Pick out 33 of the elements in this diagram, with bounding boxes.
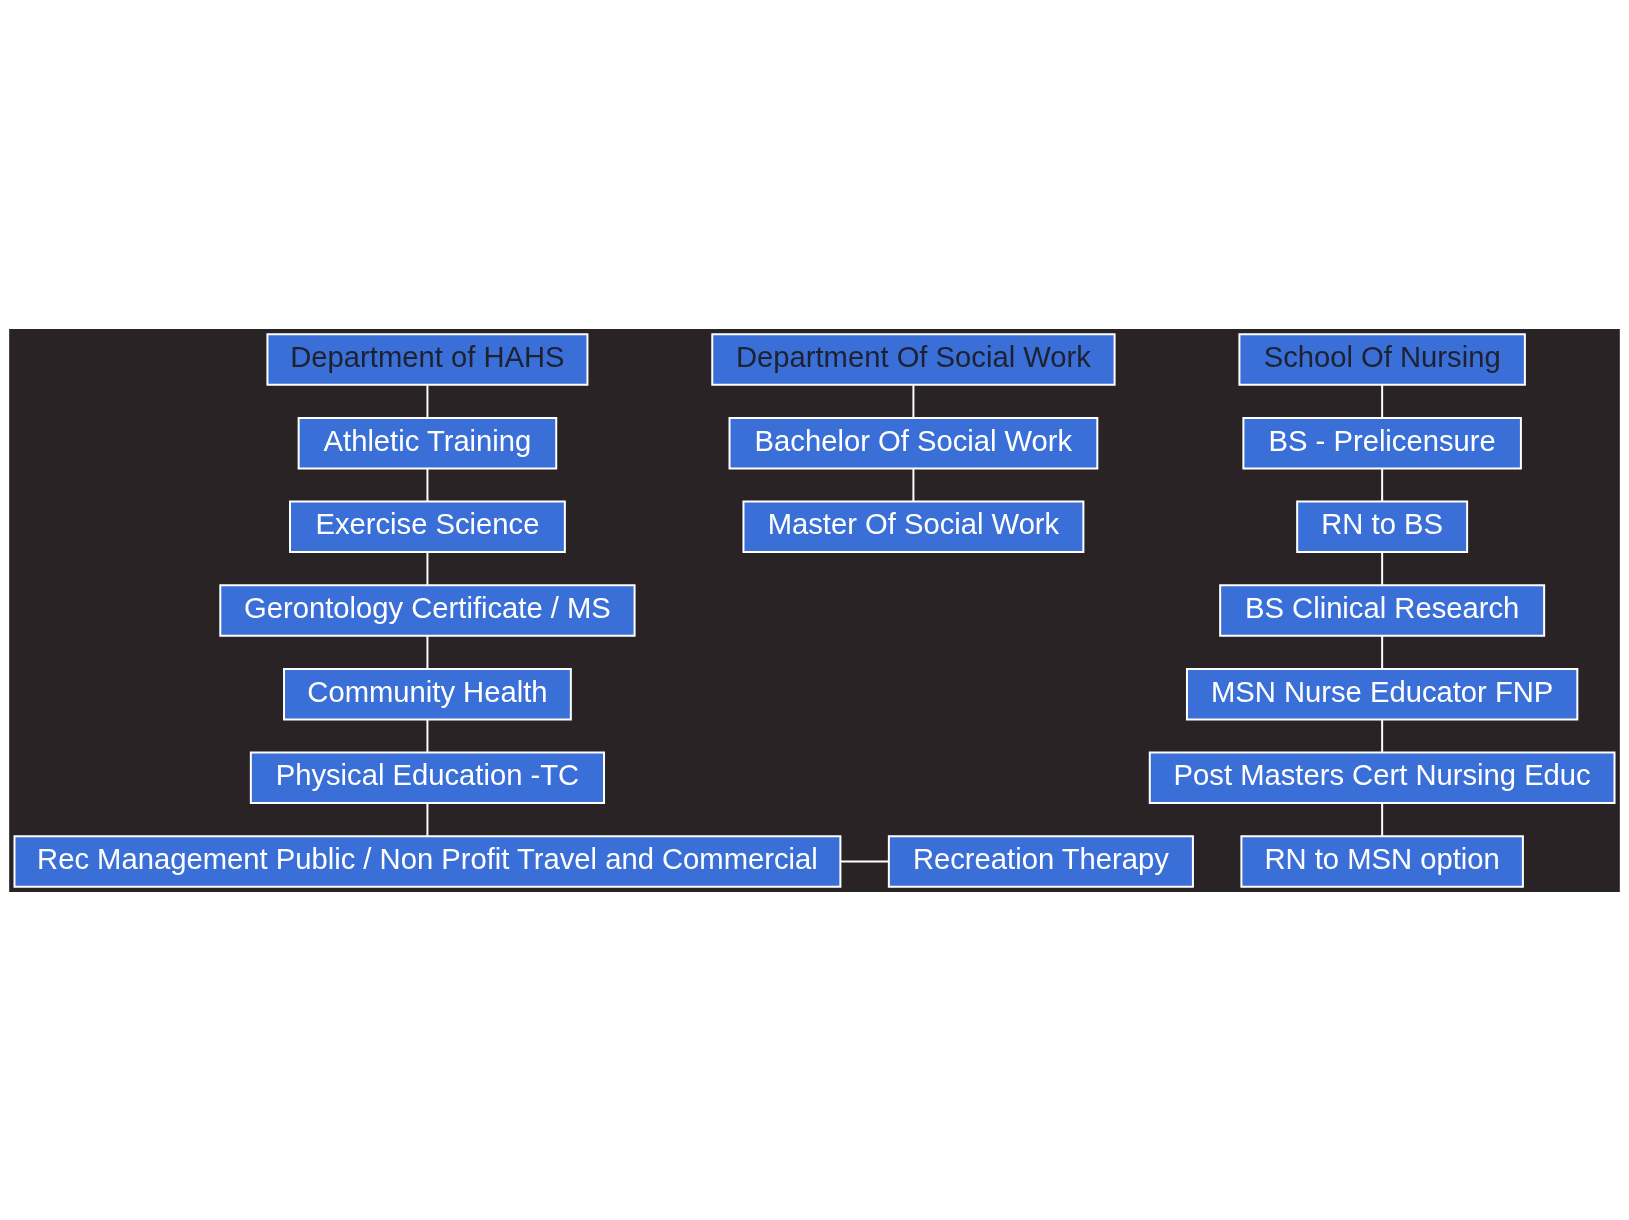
- node-box: Post Masters Cert Nursing Educ: [1148, 751, 1616, 804]
- connector: [426, 801, 429, 837]
- connector: [426, 550, 429, 586]
- connector: [426, 634, 429, 670]
- node-box: Department Of Social Work: [711, 332, 1116, 386]
- node-box: Recreation Therapy: [887, 834, 1194, 888]
- node-box: BS Clinical Research: [1219, 583, 1546, 637]
- connector: [1381, 383, 1384, 419]
- node-box: Exercise Science: [289, 500, 566, 553]
- connector: [426, 718, 429, 753]
- connector: [426, 383, 429, 419]
- node-box: Gerontology Certificate / MS: [219, 583, 636, 637]
- connector: [912, 467, 915, 502]
- node-box: BS - Prelicensure: [1242, 416, 1522, 469]
- node-box: RN to MSN option: [1240, 834, 1524, 888]
- connector: [1381, 718, 1384, 753]
- node-box: Rec Management Public / Non Profit Travel and Commercial: [13, 834, 842, 888]
- connector: [1381, 550, 1384, 586]
- connector: [1381, 467, 1384, 502]
- node-box: Master Of Social Work: [742, 500, 1085, 553]
- node-box: Community Health: [283, 667, 572, 720]
- connector: [1381, 634, 1384, 670]
- node-box: RN to BS: [1296, 500, 1469, 553]
- node-box: MSN Nurse Educator FNP: [1185, 667, 1579, 720]
- connector: [1381, 801, 1384, 837]
- node-box: School Of Nursing: [1238, 332, 1526, 386]
- node-box: Physical Education -TC: [249, 751, 606, 804]
- connector: [912, 383, 915, 419]
- node-box: Department of HAHS: [266, 332, 589, 386]
- connector: [426, 467, 429, 502]
- connector: [839, 859, 890, 862]
- node-box: Bachelor Of Social Work: [728, 416, 1099, 469]
- node-box: Athletic Training: [297, 416, 558, 469]
